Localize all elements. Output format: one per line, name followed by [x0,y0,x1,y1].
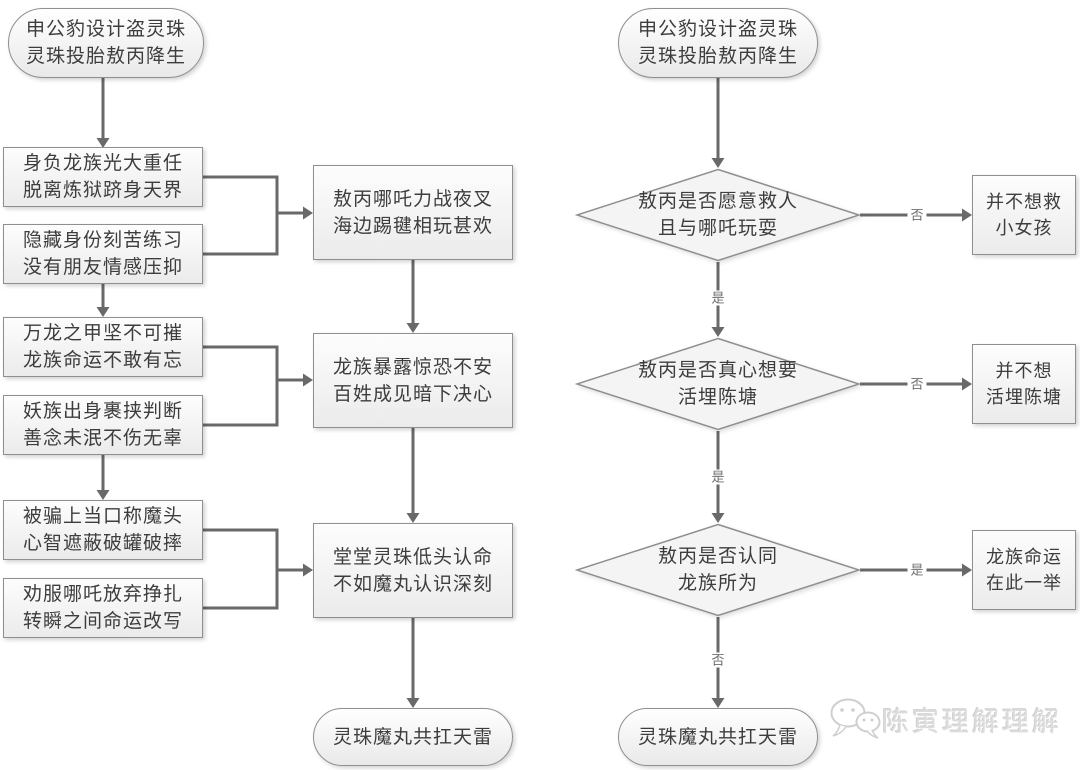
branch-box-1: 并不想救 小女孩 [972,175,1076,255]
edge-label-no-2: 否 [907,376,927,392]
node-text-line: 并不想 [995,361,1053,381]
node-text-line: 龙族暴露惊恐不安 [332,356,493,378]
decision-node-3: 敖丙是否认同 龙族所为 [575,523,861,617]
node-text-line: 活埋陈塘 [986,387,1062,407]
decision-question: 敖丙是否认同 龙族所为 [658,543,778,597]
node-text-line: 敖丙是否认同 [657,546,778,567]
decision-node-2: 敖丙是否真心想要 活埋陈塘 [575,337,861,431]
node-text-line: 没有朋友情感压抑 [22,257,183,278]
node-text-line: 龙族所为 [677,573,758,594]
arrowhead [711,158,725,168]
node-text-line: 小女孩 [995,218,1053,238]
arrowhead [711,698,725,708]
edge-label-yes-3: 是 [907,562,927,578]
node-text-line: 善念未泯不伤无辜 [22,428,183,449]
node-text-line: 灵珠魔丸共扛天雷 [637,726,798,748]
diamond-shape [575,337,861,431]
node-text-line: 龙族命运不敢有忘 [22,350,183,371]
node-text-line: 隐藏身份刻苦练习 [22,230,183,251]
edge-label-no-1: 否 [907,207,927,223]
right-start-node: 申公豹设计盗灵珠 灵珠投胎敖丙降生 [618,8,818,78]
left-cause-box-1a: 身负龙族光大重任 脱离炼狱跻身天界 [3,147,203,207]
arrowhead [96,307,110,317]
decision-question: 敖丙是否愿意救人 且与哪吒玩耍 [638,188,798,242]
arrowhead [962,208,972,222]
left-effect-box-1: 敖丙哪吒力战夜叉 海边踢毽相玩甚欢 [313,165,513,260]
node-text-line: 妖族出身裹挟判断 [22,401,183,422]
watermark: 陈寅理解理解 [828,694,1062,744]
arrowhead [406,513,420,523]
node-text-line: 心智遮蔽破罐破摔 [22,533,183,554]
node-text-line: 转瞬之间命运改写 [22,611,183,632]
left-effect-box-2: 龙族暴露惊恐不安 百姓成见暗下决心 [313,333,513,428]
node-text-line: 海边踢毽相玩甚欢 [332,215,493,237]
node-text-line: 不如魔丸认识深刻 [332,573,493,595]
left-cause-box-3b: 劝服哪吒放弃挣扎 转瞬之间命运改写 [3,578,203,638]
edge-label-yes-2: 是 [708,469,728,485]
branch-box-2: 并不想 活埋陈塘 [972,344,1076,424]
node-text-line: 劝服哪吒放弃挣扎 [22,584,183,605]
arrowhead [711,513,725,523]
node-text-line: 申公豹设计盗灵珠 [637,19,798,40]
edge-label-yes-1: 是 [708,290,728,306]
node-text-line: 敖丙是否真心想要 [637,360,798,381]
node-text-line: 在此一举 [986,573,1062,593]
left-cause-box-1b: 隐藏身份刻苦练习 没有朋友情感压抑 [3,224,203,284]
node-text-line: 脱离炼狱跻身天界 [22,180,183,201]
node-text-line: 堂堂灵珠低头认命 [332,546,493,568]
node-text-line: 百姓成见暗下决心 [332,383,493,405]
diamond-shape [575,168,861,262]
wechat-icon [830,698,881,739]
arrowhead [303,563,313,577]
left-cause-box-2b: 妖族出身裹挟判断 善念未泯不伤无辜 [3,395,203,455]
arrowhead [962,377,972,391]
node-text-line: 灵珠投胎敖丙降生 [637,46,798,67]
node-text-line: 敖丙是否愿意救人 [637,191,798,212]
left-cause-box-3a: 被骗上当口称魔头 心智遮蔽破罐破摔 [3,500,203,560]
node-text-line: 敖丙哪吒力战夜叉 [332,188,493,210]
edge-label-no-3: 否 [708,652,728,668]
arrowhead [303,373,313,387]
node-text-line: 且与哪吒玩耍 [657,218,778,239]
diamond-shape [575,523,861,617]
watermark-text: 陈寅理解理解 [882,706,1062,737]
left-cause-box-2a: 万龙之甲坚不可摧 龙族命运不敢有忘 [3,317,203,377]
left-end-node: 灵珠魔丸共扛天雷 [313,708,513,766]
node-text-line: 并不想救 [986,192,1062,212]
arrowhead [303,206,313,220]
decision-question: 敖丙是否真心想要 活埋陈塘 [638,357,798,411]
node-text-line: 灵珠投胎敖丙降生 [25,46,186,67]
arrowhead [406,323,420,333]
branch-box-3: 龙族命运 在此一举 [972,530,1076,610]
arrowhead [406,698,420,708]
right-end-node: 灵珠魔丸共扛天雷 [618,708,818,766]
decision-node-1: 敖丙是否愿意救人 且与哪吒玩耍 [575,168,861,262]
arrowhead [96,490,110,500]
left-effect-box-3: 堂堂灵珠低头认命 不如魔丸认识深刻 [313,523,513,618]
arrowhead [962,563,972,577]
node-text-line: 活埋陈塘 [677,387,758,408]
node-text-line: 灵珠魔丸共扛天雷 [332,726,493,748]
node-text-line: 万龙之甲坚不可摧 [22,323,183,344]
node-text-line: 身负龙族光大重任 [22,153,183,174]
node-text-line: 申公豹设计盗灵珠 [25,19,186,40]
node-text-line: 被骗上当口称魔头 [22,506,183,527]
left-start-node: 申公豹设计盗灵珠 灵珠投胎敖丙降生 [8,8,204,78]
arrowhead [96,138,110,148]
arrowhead [711,327,725,337]
node-text-line: 龙族命运 [986,547,1062,567]
